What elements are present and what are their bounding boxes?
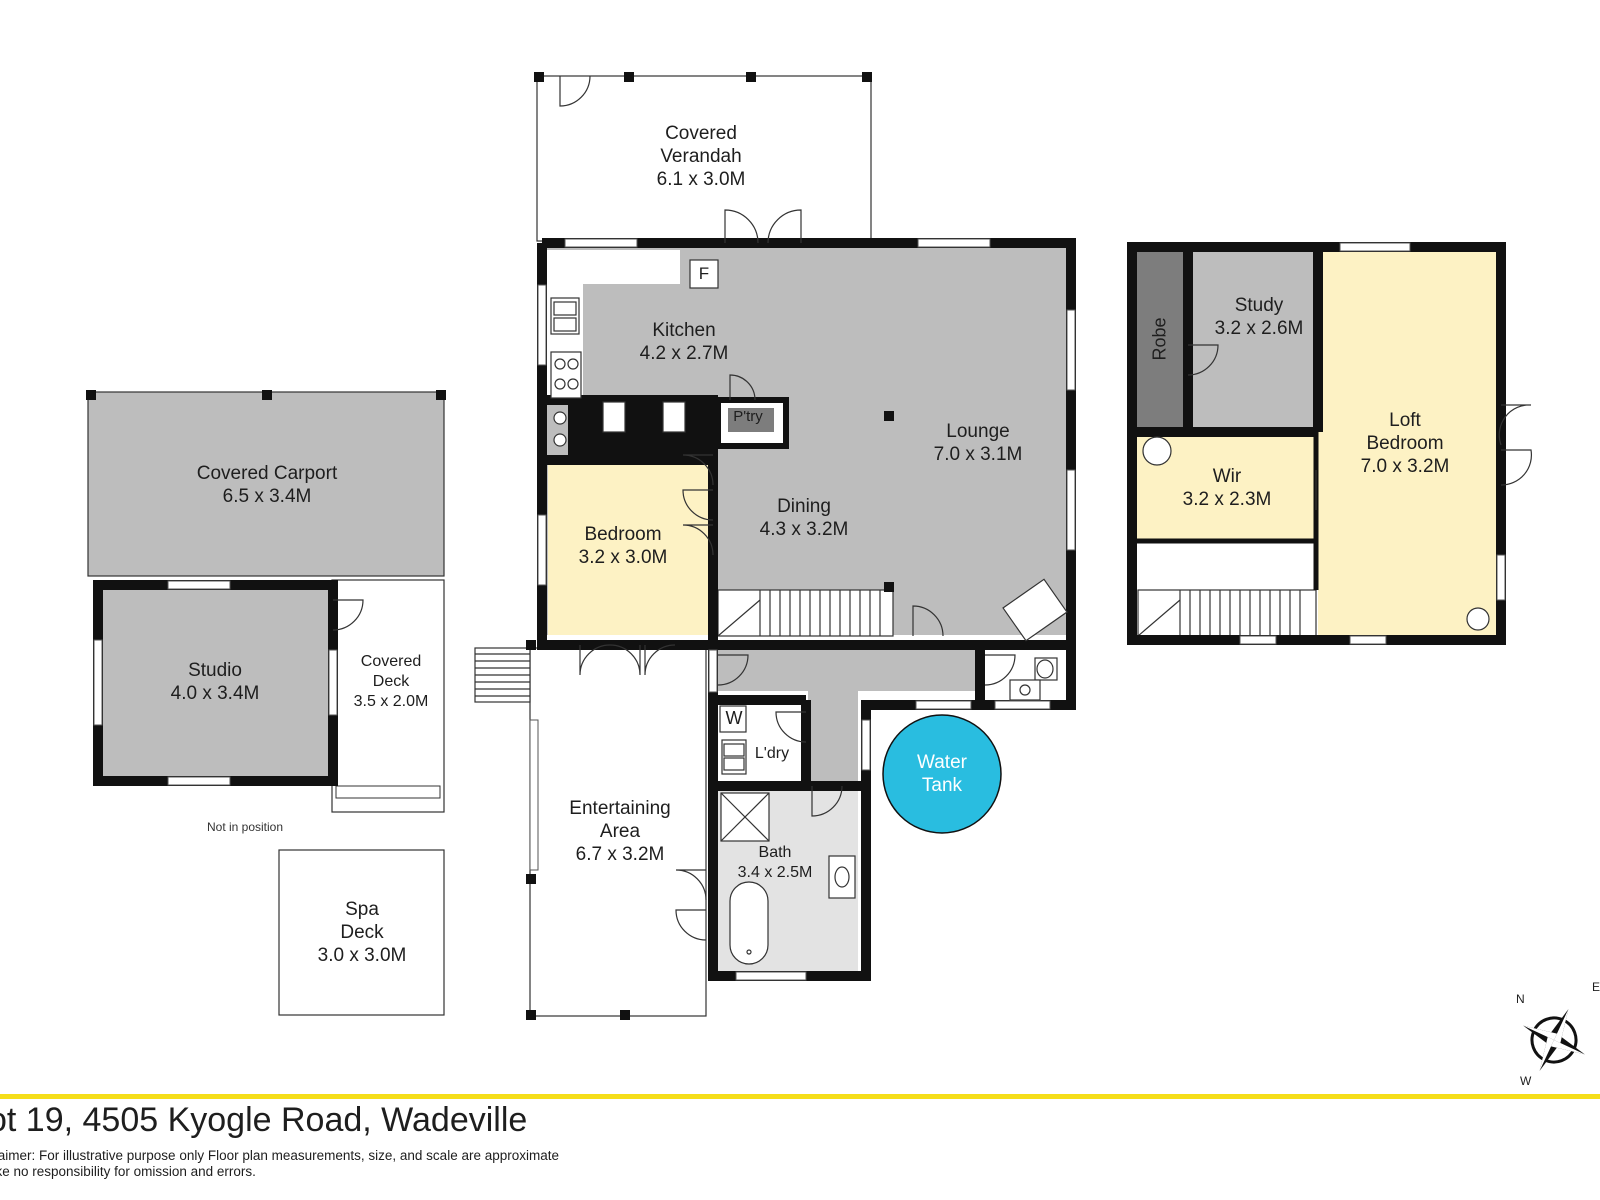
loft-bedroom-floor	[1318, 248, 1501, 640]
main-fixtures	[550, 259, 1068, 965]
room-label-kitchen: Kitchen 4.2 x 2.7M	[639, 320, 729, 364]
fridge-label: F	[698, 264, 710, 283]
studio-floor	[93, 580, 338, 786]
outdoor-steps	[474, 647, 531, 703]
robe-floor	[1132, 248, 1186, 430]
main-stairs	[717, 589, 894, 637]
loft-stairs	[1137, 589, 1317, 637]
room-label-spa-deck: Spa Deck 3.0 x 3.0M	[317, 899, 407, 966]
room-label-loft-bedroom: Loft Bedroom 7.0 x 3.2M	[1360, 410, 1450, 477]
covered-deck-floor	[331, 579, 445, 813]
carport-studio	[86, 390, 446, 1016]
room-label-study: Study 3.2 x 2.6M	[1214, 295, 1304, 339]
study-floor	[1190, 248, 1316, 430]
column-markers	[526, 72, 894, 1020]
footer-divider	[0, 1094, 1600, 1099]
kitchen-bench	[545, 250, 680, 284]
main-doors	[559, 75, 1016, 941]
pantry-label: P'try	[733, 408, 763, 425]
room-label-bath: Bath 3.4 x 2.5M	[737, 844, 813, 881]
water-tank-shape	[882, 714, 1002, 834]
laundry-label: L'dry	[754, 745, 790, 762]
compass-east-label: E	[1592, 980, 1600, 994]
property-address: ot 19, 4505 Kyogle Road, Wadeville	[0, 1101, 528, 1139]
fridge-box	[689, 259, 719, 289]
pantry-fill	[728, 408, 774, 432]
washer-label: W	[725, 708, 743, 728]
pantry-box	[715, 397, 789, 449]
kitchen-island	[568, 400, 718, 456]
water-tank-label: Water Tank	[917, 752, 967, 796]
carport-floor	[87, 391, 445, 577]
compass-rose: N E W	[1508, 980, 1600, 1088]
spa-deck-floor	[278, 849, 445, 1016]
bedroom-floor	[548, 460, 712, 635]
disclaimer-line-2: ake no responsibility for omission and e…	[0, 1164, 256, 1179]
room-label-carport: Covered Carport 6.5 x 3.4M	[196, 463, 338, 507]
disclaimer-line-1: claimer: For illustrative purpose only F…	[0, 1148, 560, 1163]
verandah-floor	[536, 75, 872, 242]
room-label-dining: Dining 4.3 x 3.2M	[759, 496, 849, 540]
compass-west-label: W	[1520, 1074, 1532, 1088]
hallway-down	[808, 691, 858, 786]
compass-icon	[1523, 1009, 1585, 1071]
not-in-position-note: Not in position	[206, 820, 284, 834]
main-house	[474, 72, 1076, 1020]
main-windows	[529, 238, 1076, 981]
room-label-bedroom: Bedroom 3.2 x 3.0M	[578, 524, 668, 568]
room-label-verandah: Covered Verandah 6.1 x 3.0M	[656, 123, 746, 190]
room-label-lounge: Lounge 7.0 x 3.1M	[933, 421, 1023, 465]
room-label-studio: Studio 4.0 x 3.4M	[170, 660, 260, 704]
room-label-robe: Robe	[1149, 317, 1170, 361]
loft-level	[1127, 242, 1533, 645]
room-label-wir: Wir 3.2 x 2.3M	[1182, 466, 1272, 510]
compass-north-label: N	[1516, 992, 1525, 1006]
room-label-entertaining: Entertaining Area 6.7 x 3.2M	[569, 798, 671, 865]
disclaimer: claimer: For illustrative purpose only F…	[0, 1148, 559, 1180]
room-label-covered-deck: Covered Deck 3.5 x 2.0M	[353, 653, 429, 710]
